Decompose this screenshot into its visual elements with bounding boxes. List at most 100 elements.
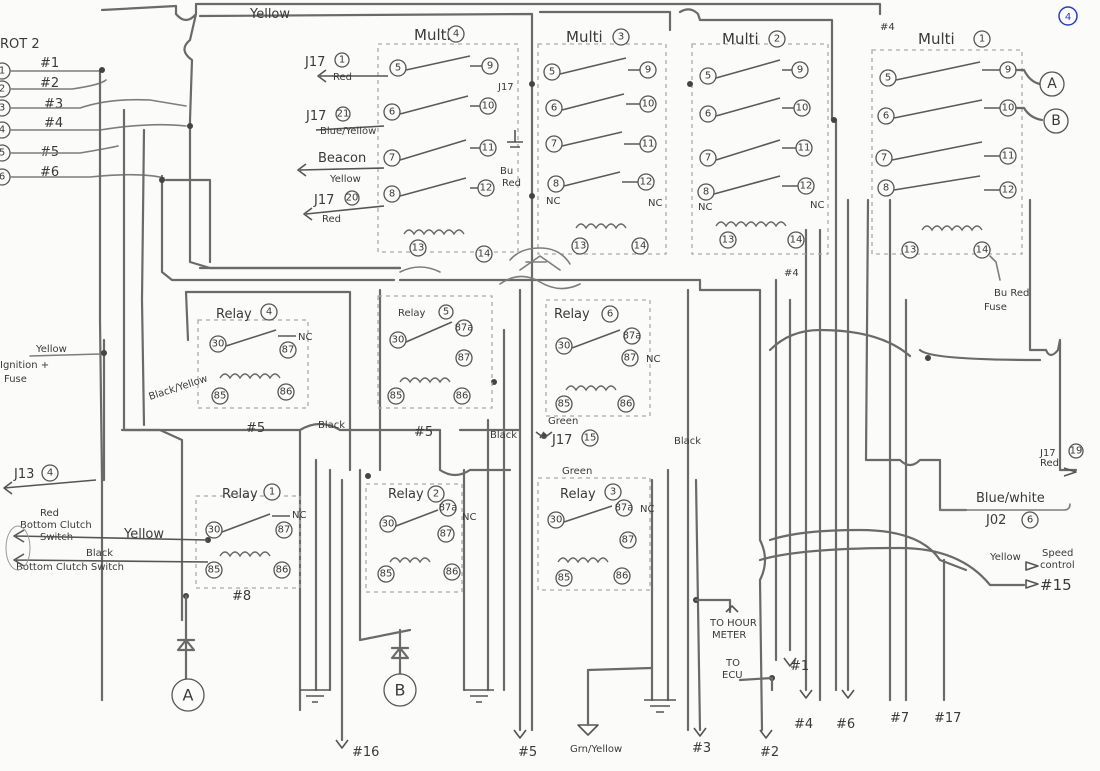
svg-text:15: 15 (584, 433, 597, 444)
multi-pin: 9 (999, 61, 1017, 79)
multi-pin: 14 (973, 241, 991, 259)
relay-pin: 87 (455, 349, 473, 367)
svg-text:Black: Black (318, 420, 345, 431)
multi-pin: 11 (639, 135, 657, 153)
svg-text:Blue/white: Blue/white (976, 491, 1045, 506)
multi-module-4: Multi 4 5 6 7 8 9 10 11 12 13 14 (377, 25, 523, 263)
relay-pin: 30 (205, 521, 223, 539)
svg-text:12: 12 (640, 177, 653, 188)
multi-pin: 9 (639, 61, 657, 79)
svg-text:TO HOUR: TO HOUR (709, 618, 757, 629)
relay-2: Relay 2 30 87a 87 85 86 NC (365, 483, 476, 593)
multi-module-1: Multi 1 5 6 7 8 9 10 11 12 13 14 A B Bu … (871, 30, 1069, 313)
relay-pin: 30 (547, 511, 565, 529)
multi-pin: 10 (479, 97, 497, 115)
svg-text:Yellow: Yellow (35, 344, 67, 355)
svg-text:13: 13 (574, 241, 587, 252)
svg-text:86: 86 (446, 567, 459, 578)
svg-text:5: 5 (395, 63, 401, 74)
backbone-wires: Yellow #4 (98, 2, 1078, 742)
svg-text:85: 85 (380, 569, 393, 580)
svg-text:21: 21 (337, 109, 350, 120)
svg-text:6: 6 (0, 172, 5, 183)
multi-pin: 8 (383, 185, 401, 203)
svg-text:30: 30 (208, 525, 221, 536)
svg-text:B: B (1051, 113, 1061, 129)
svg-text:NC: NC (646, 354, 660, 365)
svg-text:Black: Black (490, 430, 517, 441)
relay-pin: 87a (439, 499, 457, 517)
multi4-wires: J17 1 Red J17 21 Blue/Yellow Beacon Yell… (297, 52, 388, 225)
relay-pin: 85 (377, 565, 395, 583)
svg-text:Red: Red (40, 508, 59, 519)
page-number: 4 (1058, 6, 1078, 26)
svg-text:12: 12 (480, 183, 493, 194)
relay-pin: 87 (619, 531, 637, 549)
svg-text:NC: NC (640, 504, 654, 515)
wire-label: #2 (40, 76, 59, 91)
svg-text:87: 87 (282, 345, 295, 356)
multi-pin: 8 (877, 179, 895, 197)
nc-label: NC (546, 196, 560, 207)
relay-title: Relay (216, 307, 252, 322)
multi-num: 1 (979, 34, 985, 45)
svg-text:J17: J17 (304, 55, 325, 70)
svg-text:1: 1 (0, 66, 5, 77)
svg-text:#5: #5 (518, 745, 537, 760)
svg-text:Black: Black (674, 436, 701, 447)
relay-pin: 87 (279, 341, 297, 359)
svg-text:#5: #5 (246, 421, 265, 436)
multi-pin: 7 (699, 149, 717, 167)
svg-text:#3: #3 (692, 741, 711, 756)
svg-text:85: 85 (214, 391, 227, 402)
relay-title: Relay (560, 487, 596, 502)
svg-text:87: 87 (622, 535, 635, 546)
multi-pin: 13 (571, 237, 589, 255)
multi-pin: 14 (631, 237, 649, 255)
multi-module-3: Multi 3 5 6 7 8 9 10 11 12 13 14 NC NC J… (497, 28, 667, 255)
relay-pin: 86 (613, 567, 631, 585)
svg-text:11: 11 (642, 139, 655, 150)
multi-module-2: Multi 2 5 6 7 8 9 10 11 12 13 14 NC NC #… (691, 30, 829, 279)
multi-pin: 13 (409, 239, 427, 257)
multi-pin: 10 (639, 95, 657, 113)
svg-text:19: 19 (1070, 446, 1083, 457)
relay-title: Relay (554, 307, 590, 322)
svg-text:Yellow: Yellow (989, 552, 1021, 563)
svg-text:5: 5 (705, 71, 711, 82)
svg-text:#2: #2 (760, 745, 779, 760)
svg-text:Yellow: Yellow (329, 174, 361, 185)
connector-pin: 6 (0, 168, 11, 186)
relay-pin: 87a (455, 319, 473, 337)
svg-text:8: 8 (389, 189, 395, 200)
multi-pin: 14 (787, 231, 805, 249)
svg-text:Bu Red: Bu Red (994, 288, 1029, 299)
svg-text:8: 8 (883, 183, 889, 194)
svg-text:13: 13 (904, 245, 917, 256)
svg-text:86: 86 (276, 565, 289, 576)
multi-num: 3 (618, 32, 624, 43)
svg-text:13: 13 (412, 243, 425, 254)
connector-pin: 1 (0, 62, 11, 80)
svg-text:J17: J17 (305, 109, 326, 124)
svg-text:6: 6 (551, 103, 557, 114)
multi-pin: 8 (697, 183, 715, 201)
svg-text:10: 10 (642, 99, 655, 110)
multi-pin: 12 (999, 181, 1017, 199)
multi-pin: 10 (999, 99, 1017, 117)
multi-pin: 12 (477, 179, 495, 197)
svg-text:20: 20 (346, 193, 359, 204)
relay-pin: 87 (621, 349, 639, 367)
svg-text:A: A (1047, 76, 1057, 92)
svg-text:85: 85 (208, 565, 221, 576)
j17-15-connector: J17 15 (535, 429, 599, 448)
svg-text:30: 30 (212, 339, 225, 350)
svg-text:30: 30 (392, 335, 405, 346)
relay-pin: 30 (209, 335, 227, 353)
multi-pin: 11 (795, 139, 813, 157)
svg-text:Red: Red (1040, 458, 1059, 469)
svg-text:J17: J17 (1039, 448, 1056, 459)
svg-text:J17: J17 (497, 82, 514, 93)
svg-text:86: 86 (620, 399, 633, 410)
svg-text:#1: #1 (790, 659, 809, 674)
